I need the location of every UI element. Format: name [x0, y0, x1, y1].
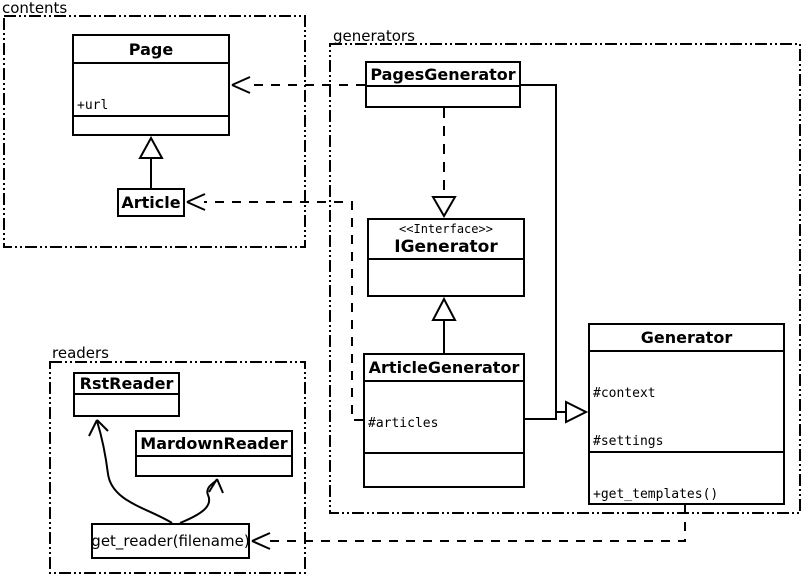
- class-title-rstreader: RstReader: [79, 374, 174, 393]
- dependency-pagesgenerator-to-page: [231, 76, 365, 94]
- class-box-article: Article: [117, 188, 185, 217]
- function-box-get-reader: get_reader(filename): [91, 523, 250, 559]
- package-frame-generators: [329, 43, 801, 514]
- class-title-article: Article: [121, 193, 181, 212]
- class-attributes-pagesgenerator: #pages: [367, 85, 519, 106]
- arrow-getreader-to-mardownreader: [179, 478, 224, 524]
- attribute: #context: [593, 386, 656, 401]
- class-box-pagesgenerator: PagesGenerator #pages: [365, 61, 521, 108]
- class-box-rstreader: RstReader +read(): [73, 372, 180, 417]
- package-label-contents: contents: [2, 0, 68, 17]
- class-stereotype-igenerator: <<Interface>>: [399, 222, 493, 236]
- dependency-articlegenerator-to-article: [186, 193, 363, 421]
- package-label-readers: readers: [52, 344, 109, 362]
- class-attributes-generator: #context #settings #path #theme #output_…: [590, 350, 783, 451]
- class-title-generator: Generator: [640, 328, 733, 347]
- class-title-page: Page: [128, 39, 174, 59]
- class-name-igenerator: IGenerator: [394, 237, 498, 257]
- attribute: #settings: [593, 434, 664, 449]
- class-box-page: Page +url +slug +summary +check_properti…: [72, 34, 230, 136]
- class-methods-page: +check_properties(): [74, 115, 228, 134]
- class-title-igenerator: <<Interface>> IGenerator: [369, 220, 523, 258]
- class-title-pagesgenerator: PagesGenerator: [370, 64, 516, 84]
- inheritance-article-to-page: [138, 135, 164, 188]
- arrow-getreader-to-rstreader: [88, 419, 173, 524]
- class-box-mardownreader: MardownReader +read(): [135, 430, 293, 477]
- attribute: +url: [77, 98, 109, 113]
- attribute: #articles: [368, 416, 439, 431]
- class-attributes-page: +url +slug +summary: [74, 62, 228, 115]
- class-methods-generator: +get_templates() +get_files(path,exclude…: [590, 451, 783, 503]
- class-title-articlegenerator: ArticleGenerator: [368, 358, 520, 377]
- class-box-articlegenerator: ArticleGenerator #articles #dates #tags …: [363, 353, 525, 488]
- class-methods-rstreader: +read(): [75, 393, 178, 415]
- class-methods-mardownreader: +read(): [137, 455, 291, 475]
- inheritance-articlegenerator-to-igenerator: [431, 296, 457, 353]
- inheritance-to-generator: [521, 84, 589, 424]
- class-title-mardownreader: MardownReader: [140, 434, 288, 453]
- class-box-igenerator: <<Interface>> IGenerator +generate_conte…: [367, 218, 525, 297]
- dependency-generator-to-getreader: [251, 505, 686, 550]
- package-frame-contents: [3, 15, 306, 248]
- package-label-generators: generators: [333, 27, 415, 45]
- class-methods-igenerator: +generate_context() +generate_output(): [369, 258, 523, 295]
- class-box-generator: Generator #context #settings #path #them…: [588, 323, 785, 505]
- method: +get_templates(): [593, 487, 719, 502]
- class-methods-articlegenerator: +generate_feeds() +generate_pages(): [365, 452, 523, 486]
- realization-pagesgenerator-to-igenerator: [431, 108, 457, 218]
- method: +generate_context(): [372, 294, 521, 295]
- package-frame-readers: [49, 361, 306, 574]
- class-attributes-articlegenerator: #articles #dates #tags #categories: [365, 380, 523, 452]
- function-label-get-reader: get_reader(filename): [91, 532, 250, 550]
